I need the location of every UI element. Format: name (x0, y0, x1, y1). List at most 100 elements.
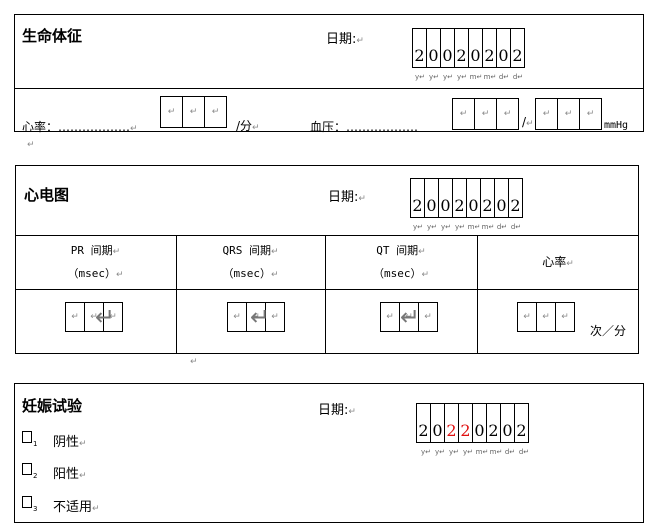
ecg-qrs-digit-box[interactable]: ↵ (265, 302, 285, 332)
date-part-marker: m↵ (469, 73, 483, 81)
ecg-qrs-digit-box[interactable]: ↵ (227, 302, 247, 332)
date-part-marker: y↵ (426, 223, 437, 231)
option-number: 1 (33, 440, 38, 448)
ecg-col-qt: QT 间期↵ （msec）↵ (372, 244, 430, 280)
heart-rate-input[interactable]: ↵↵↵ (160, 96, 227, 128)
ecg-qt-input[interactable]: ↵↵↵ (380, 302, 438, 332)
pregnancy-date-label: 日期:↵ (318, 403, 356, 418)
date-part-marker: y↵ (454, 223, 465, 231)
ecg-qt-digit-box[interactable]: ↵ (418, 302, 438, 332)
ecg-heart-rate-unit: 次／分 (590, 324, 627, 338)
ecg-hr-digit-box[interactable]: ↵ (555, 302, 575, 332)
vital-signs-date-digit[interactable]: 2 (510, 28, 525, 68)
pregnancy-date-digit[interactable]: 0 (430, 403, 445, 443)
positive-label: 阳性↵ (53, 467, 87, 482)
pregnancy-date-digit[interactable]: 2 (458, 403, 473, 443)
vital-signs-date-digit[interactable]: 2 (412, 28, 427, 68)
date-part-marker: m↵ (481, 223, 495, 231)
blood-pressure-systolic-input[interactable]: ↵↵↵ (452, 98, 519, 130)
ecg-date-digit[interactable]: 2 (480, 178, 495, 218)
return-icon: ↵ (95, 303, 116, 331)
vital-signs-date-digit[interactable]: 2 (454, 28, 469, 68)
bp-systolic-digit-box[interactable]: ↵ (474, 98, 497, 130)
paragraph-mark: ↵ (190, 357, 198, 367)
date-part-marker: d↵ (510, 223, 522, 231)
ecg-date-digit[interactable]: 0 (438, 178, 453, 218)
pregnancy-date-digit[interactable]: 0 (472, 403, 487, 443)
date-part-marker: y↵ (434, 448, 445, 456)
pregnancy-date-subscripts: y↵y↵y↵y↵m↵m↵d↵d↵ (419, 448, 531, 456)
bp-diastolic-digit-box[interactable]: ↵ (579, 98, 602, 130)
ecg-col-rule-1 (176, 235, 177, 354)
not-applicable-checkbox[interactable] (22, 496, 32, 508)
date-part-marker: m↵ (475, 448, 489, 456)
pregnancy-box (14, 383, 644, 523)
ecg-col-rule-2 (325, 235, 326, 354)
date-part-marker: y↵ (462, 448, 473, 456)
ecg-date-digit[interactable]: 2 (410, 178, 425, 218)
ecg-heart-rate-input[interactable]: ↵↵↵ (517, 302, 575, 332)
pregnancy-date-digit[interactable]: 2 (444, 403, 459, 443)
ecg-pr-input[interactable]: ↵↵↵ (65, 302, 123, 332)
date-part-marker: m↵ (489, 448, 503, 456)
vital-signs-left-rule (14, 89, 15, 131)
blood-pressure-label: 血压：……………… (310, 120, 419, 134)
date-part-marker: d↵ (498, 73, 510, 81)
ecg-box (15, 165, 639, 354)
ecg-pr-digit-box[interactable]: ↵ (65, 302, 85, 332)
bp-diastolic-digit-box[interactable]: ↵ (557, 98, 580, 130)
bp-systolic-digit-box[interactable]: ↵ (496, 98, 519, 130)
positive-checkbox[interactable] (22, 463, 32, 475)
heart-rate-label: 心率：………………↵ (22, 120, 138, 134)
heart-rate-digit-box[interactable]: ↵ (182, 96, 205, 128)
heart-rate-unit: /分↵ (236, 119, 260, 133)
ecg-date-digit[interactable]: 0 (424, 178, 439, 218)
date-part-marker: y↵ (420, 448, 431, 456)
ecg-date-label: 日期:↵ (328, 190, 366, 205)
ecg-row-rule-2 (15, 289, 639, 290)
vital-signs-header-box (14, 14, 644, 89)
date-part-marker: d↵ (518, 448, 530, 456)
vital-signs-date-digit[interactable]: 0 (440, 28, 455, 68)
pregnancy-date-digit[interactable]: 2 (416, 403, 431, 443)
pregnancy-date-digit[interactable]: 0 (500, 403, 515, 443)
pregnancy-date-digit[interactable]: 2 (486, 403, 501, 443)
ecg-col-rule-3 (477, 235, 478, 354)
not-applicable-label: 不适用↵ (53, 500, 100, 515)
paragraph-mark: ↵ (27, 140, 35, 150)
negative-label: 阴性↵ (53, 435, 87, 450)
blood-pressure-diastolic-input[interactable]: ↵↵↵ (535, 98, 602, 130)
ecg-date-digit[interactable]: 2 (508, 178, 523, 218)
vital-signs-date-subscripts: y↵y↵y↵y↵m↵m↵d↵d↵ (413, 73, 525, 81)
vital-signs-date-digit[interactable]: 2 (482, 28, 497, 68)
ecg-pr-digit-box[interactable]: ↵ (103, 302, 123, 332)
heart-rate-digit-box[interactable]: ↵ (204, 96, 227, 128)
bp-diastolic-digit-box[interactable]: ↵ (535, 98, 558, 130)
ecg-date-digit[interactable]: 0 (466, 178, 481, 218)
ecg-date-digit[interactable]: 0 (494, 178, 509, 218)
vital-signs-right-rule (643, 89, 644, 131)
date-part-marker: m↵ (483, 73, 497, 81)
negative-checkbox[interactable] (22, 431, 32, 443)
date-part-marker: y↵ (414, 73, 425, 81)
blood-pressure-separator: /↵ (522, 115, 534, 129)
blood-pressure-unit: mmHg (604, 120, 629, 131)
option-number: 3 (33, 505, 38, 513)
vital-signs-date-digit[interactable]: 0 (496, 28, 511, 68)
heart-rate-digit-box[interactable]: ↵ (160, 96, 183, 128)
ecg-hr-digit-box[interactable]: ↵ (536, 302, 556, 332)
pregnancy-title: 妊娠试验 (22, 397, 83, 415)
bp-systolic-digit-box[interactable]: ↵ (452, 98, 475, 130)
ecg-date-subscripts: y↵y↵y↵y↵m↵m↵d↵d↵ (411, 223, 523, 231)
vital-signs-date-digit[interactable]: 0 (468, 28, 483, 68)
ecg-date-digit[interactable]: 2 (452, 178, 467, 218)
vital-signs-date-digit[interactable]: 0 (426, 28, 441, 68)
ecg-qrs-input[interactable]: ↵↵↵ (227, 302, 285, 332)
pregnancy-date-digit[interactable]: 2 (514, 403, 529, 443)
vital-signs-date-label: 日期:↵ (326, 32, 364, 47)
ecg-qt-digit-box[interactable]: ↵ (380, 302, 400, 332)
ecg-hr-digit-box[interactable]: ↵ (517, 302, 537, 332)
